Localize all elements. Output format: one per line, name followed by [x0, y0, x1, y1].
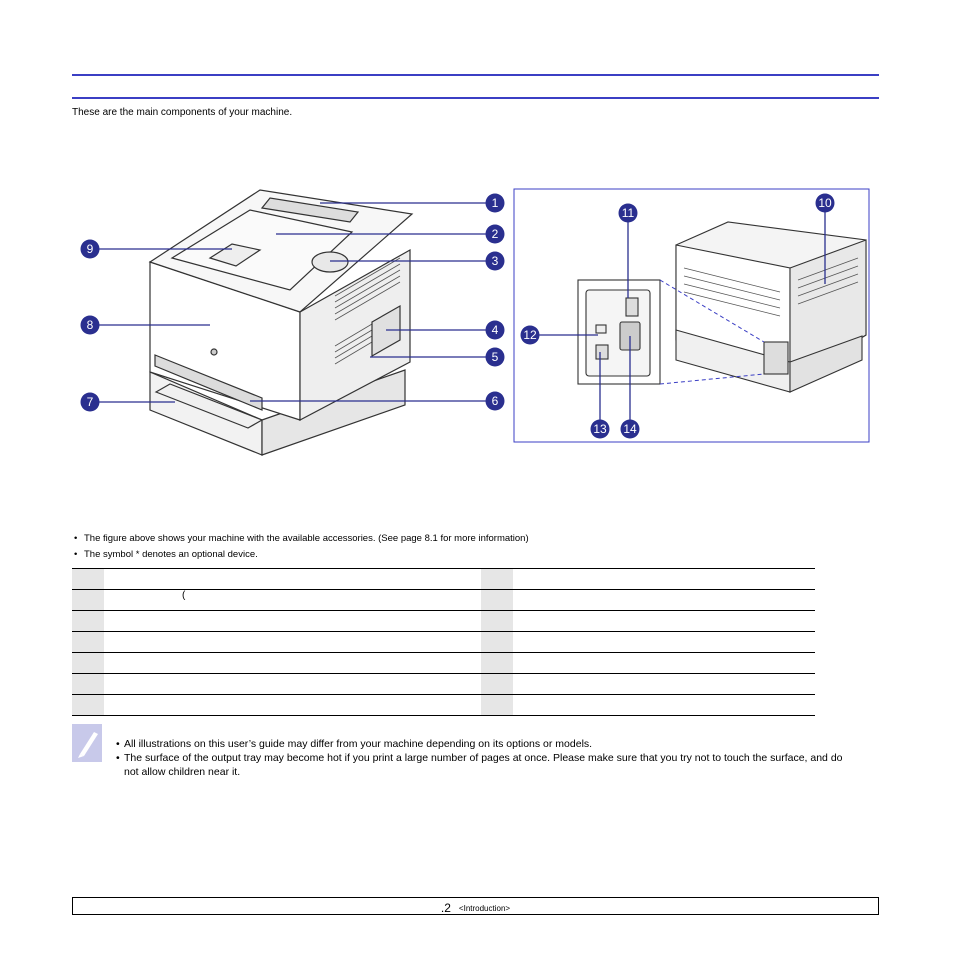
callout-label-2: 2	[492, 227, 499, 241]
component-number-cell	[480, 673, 513, 695]
component-number-cell	[480, 652, 513, 674]
component-name-cell	[104, 694, 481, 716]
component-number-cell	[480, 568, 513, 590]
note-accessories: The figure above shows your machine with…	[74, 531, 529, 547]
callout-bubble-13	[590, 419, 610, 439]
callout-label-10: 10	[818, 196, 832, 210]
header-rule-bottom	[72, 97, 879, 99]
callout-label-7: 7	[87, 395, 94, 409]
section-name: <Introduction>	[458, 904, 511, 913]
table-row	[72, 568, 815, 590]
table-row	[72, 673, 815, 695]
callout-bubble-10	[815, 193, 835, 213]
rear-view-illustration	[513, 188, 870, 443]
page-number: .2	[440, 901, 451, 915]
callout-bubble-7	[80, 392, 100, 412]
callout-bubble-9	[80, 239, 100, 259]
callout-label-3: 3	[492, 254, 499, 268]
component-number-cell	[72, 568, 105, 590]
callout-bubble-3	[485, 251, 505, 271]
callout-bubble-5	[485, 347, 505, 367]
header-rule-top	[72, 74, 879, 76]
callout-bubble-8	[80, 315, 100, 335]
component-name-cell	[512, 610, 815, 632]
table-row	[72, 631, 815, 653]
component-number-cell	[480, 694, 513, 716]
callout-label-14: 14	[623, 422, 637, 436]
component-number-cell	[72, 589, 105, 611]
callout-label-1: 1	[492, 196, 499, 210]
callout-label-13: 13	[593, 422, 607, 436]
component-number-cell	[72, 673, 105, 695]
table-row	[72, 610, 815, 632]
callout-label-9: 9	[87, 242, 94, 256]
component-name-cell	[104, 568, 481, 590]
component-number-cell	[72, 631, 105, 653]
component-number-cell	[72, 694, 105, 716]
component-name-cell	[512, 652, 815, 674]
front-view-illustration	[148, 189, 414, 456]
callout-bubble-2	[485, 224, 505, 244]
component-name-cell: (	[104, 589, 481, 611]
callout-bubble-14	[620, 419, 640, 439]
callout-bubble-11	[618, 203, 638, 223]
components-table: (	[72, 568, 815, 716]
table-row	[72, 652, 815, 674]
component-name-cell	[104, 631, 481, 653]
component-name-cell	[104, 610, 481, 632]
callout-label-6: 6	[492, 394, 499, 408]
note-optional-symbol: The symbol * denotes an optional device.	[74, 547, 529, 563]
component-name-cell	[512, 589, 815, 611]
callout-bubble-4	[485, 320, 505, 340]
callout-bubble-1	[485, 193, 505, 213]
component-name-cell	[512, 631, 815, 653]
note-list: All illustrations on this user’s guide m…	[116, 737, 856, 779]
component-number-cell	[72, 652, 105, 674]
component-name-cell	[512, 694, 815, 716]
callout-bubble-12	[520, 325, 540, 345]
callout-label-4: 4	[492, 323, 499, 337]
accessory-notes: The figure above shows your machine with…	[74, 531, 529, 563]
table-row: (	[72, 589, 815, 611]
table-row	[72, 694, 815, 716]
component-name-cell	[512, 568, 815, 590]
callout-bubble-6	[485, 391, 505, 411]
callout-label-8: 8	[87, 318, 94, 332]
component-name-cell	[512, 673, 815, 695]
note-illustrations: All illustrations on this user’s guide m…	[116, 737, 856, 751]
component-number-cell	[480, 610, 513, 632]
component-number-cell	[72, 610, 105, 632]
component-name-cell	[104, 673, 481, 695]
intro-text: These are the main components of your ma…	[72, 107, 293, 118]
component-number-cell	[480, 631, 513, 653]
note-icon	[72, 724, 102, 762]
callout-label-5: 5	[492, 350, 499, 364]
component-name-cell	[104, 652, 481, 674]
page-footer: .2 <Introduction>	[72, 897, 879, 915]
callout-label-11: 11	[622, 206, 635, 220]
callout-label-12: 12	[523, 328, 537, 342]
note-hot-surface: The surface of the output tray may becom…	[116, 751, 856, 779]
component-number-cell	[480, 589, 513, 611]
